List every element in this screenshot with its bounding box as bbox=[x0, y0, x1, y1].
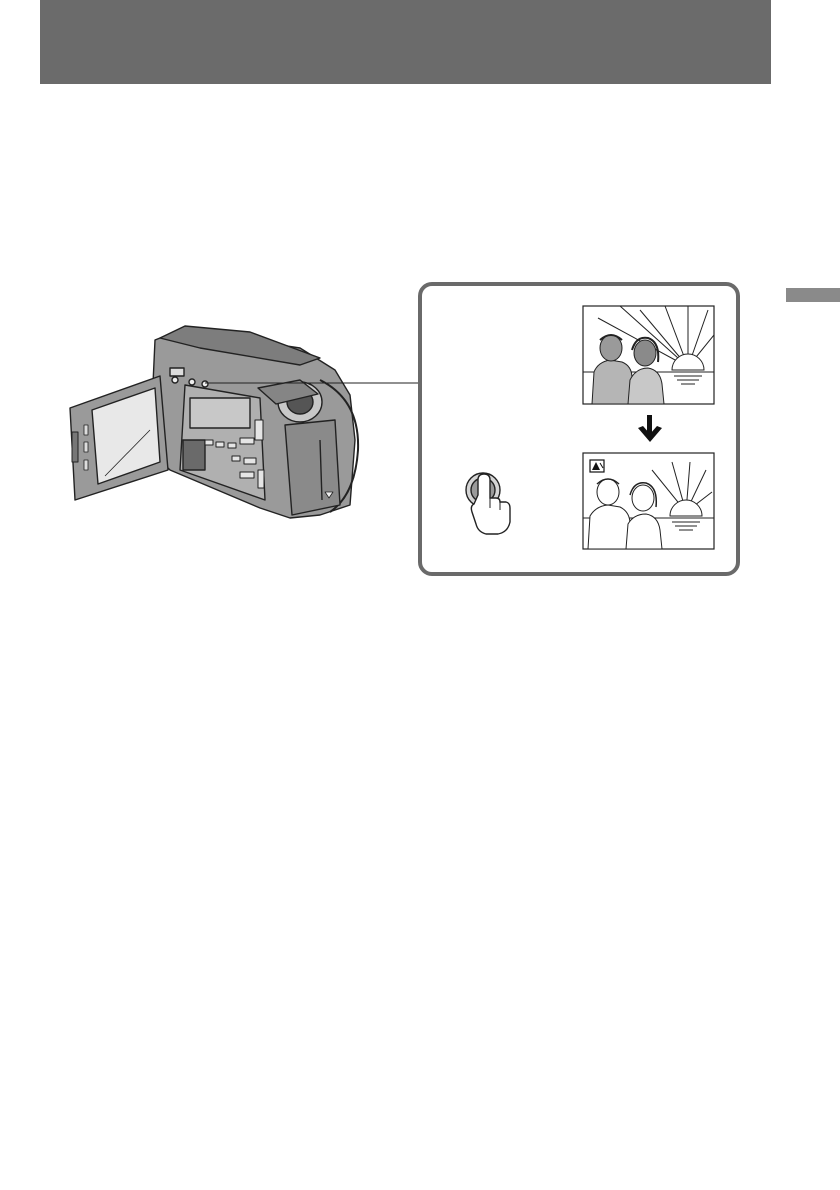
scene-after bbox=[583, 453, 714, 549]
backlight-indicator-icon bbox=[590, 460, 604, 472]
scene-before bbox=[583, 306, 714, 404]
camcorder-image bbox=[70, 326, 358, 518]
